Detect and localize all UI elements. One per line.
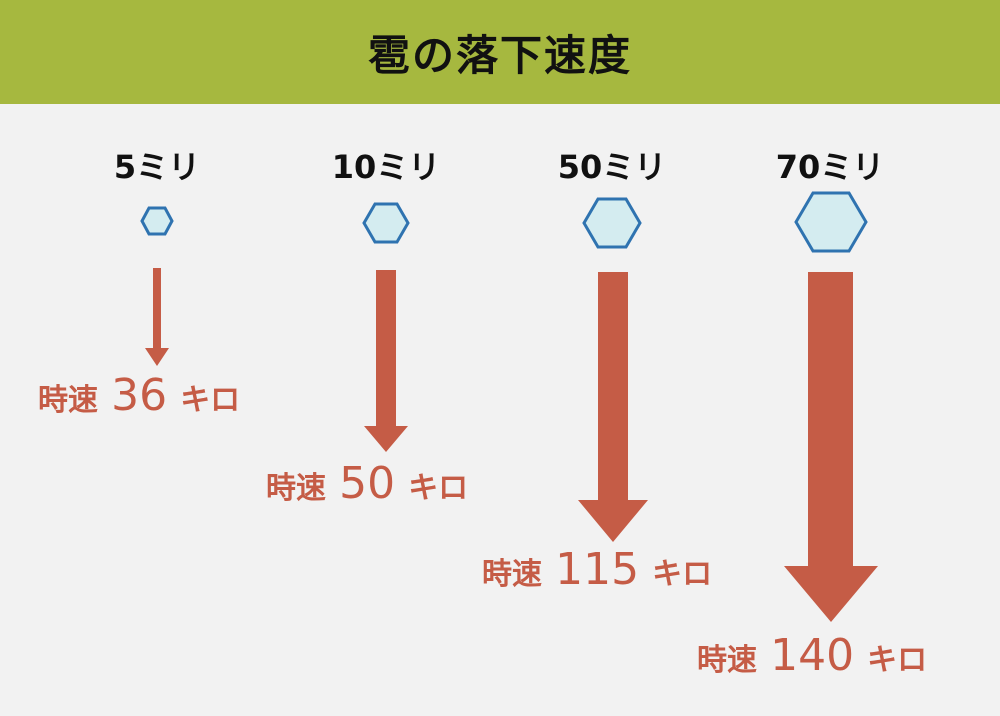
speed-prefix: 時速 [697, 643, 757, 678]
title-banner: 雹の落下速度 [0, 0, 1000, 104]
speed-unit: キロ [408, 471, 468, 506]
speed-value: 115 [555, 544, 639, 595]
fall-arrow [364, 270, 408, 452]
speed-value: 140 [770, 630, 854, 681]
hail-column-10mm: 10ミリ 時速 50 キロ [266, 148, 468, 509]
speed-value: 36 [111, 370, 167, 421]
speed-unit: キロ [180, 383, 240, 418]
hail-column-70mm: 70ミリ 時速 140 キロ [697, 148, 927, 681]
fall-arrow [578, 272, 648, 542]
page-title: 雹の落下速度 [367, 30, 632, 80]
hailstone-icon [140, 206, 174, 236]
speed-label: 時速 115 キロ [482, 544, 712, 595]
hailstone-icon [362, 202, 410, 244]
speed-label: 時速 36 キロ [38, 370, 240, 421]
speed-label: 時速 140 キロ [697, 630, 927, 681]
fall-arrow [784, 272, 878, 622]
hail-column-50mm: 50ミリ 時速 115 キロ [482, 148, 712, 595]
size-label: 5ミリ [114, 148, 200, 186]
size-label: 70ミリ [776, 148, 885, 186]
fall-arrow [145, 268, 169, 366]
size-label: 50ミリ [558, 148, 667, 186]
size-label: 10ミリ [332, 148, 441, 186]
hailstone-icon [582, 197, 642, 249]
speed-prefix: 時速 [482, 557, 542, 592]
hailstone-icon [794, 191, 868, 253]
speed-label: 時速 50 キロ [266, 458, 468, 509]
hail-column-5mm: 5ミリ 時速 36 キロ [38, 148, 240, 421]
speed-prefix: 時速 [38, 383, 98, 418]
speed-unit: キロ [867, 643, 927, 678]
speed-unit: キロ [652, 557, 712, 592]
speed-prefix: 時速 [266, 471, 326, 506]
speed-value: 50 [339, 458, 395, 509]
